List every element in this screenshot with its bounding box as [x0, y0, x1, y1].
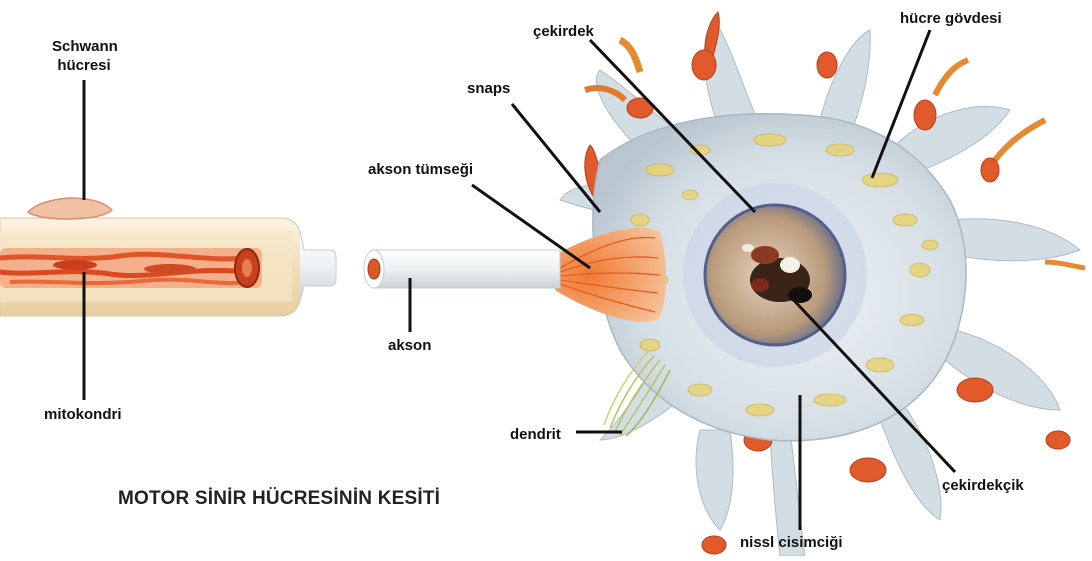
- nucleus: [683, 183, 867, 367]
- diagram-title: MOTOR SİNİR HÜCRESİNİN KESİTİ: [118, 488, 440, 510]
- myelinated-axon-segment: [0, 198, 336, 316]
- schwann-cell: [28, 198, 112, 219]
- label-dendrite: dendrit: [510, 425, 561, 444]
- label-nucleolus: çekirdekçik: [942, 476, 1024, 495]
- label-schwann-cell: Schwann hücresi: [52, 37, 116, 75]
- label-schwann-line2: hücresi: [52, 56, 116, 75]
- label-axon-hillock: akson tümseği: [368, 160, 473, 179]
- label-axon: akson: [388, 336, 431, 355]
- label-cell-body: hücre gövdesi: [900, 9, 1002, 28]
- label-synapse: snaps: [467, 79, 510, 98]
- label-nucleus: çekirdek: [533, 22, 594, 41]
- label-schwann-line1: Schwann: [52, 37, 116, 56]
- label-mitochondria: mitokondri: [44, 405, 122, 424]
- axon-right: [364, 250, 560, 288]
- label-nissl-body: nissl cisimciği: [740, 533, 843, 552]
